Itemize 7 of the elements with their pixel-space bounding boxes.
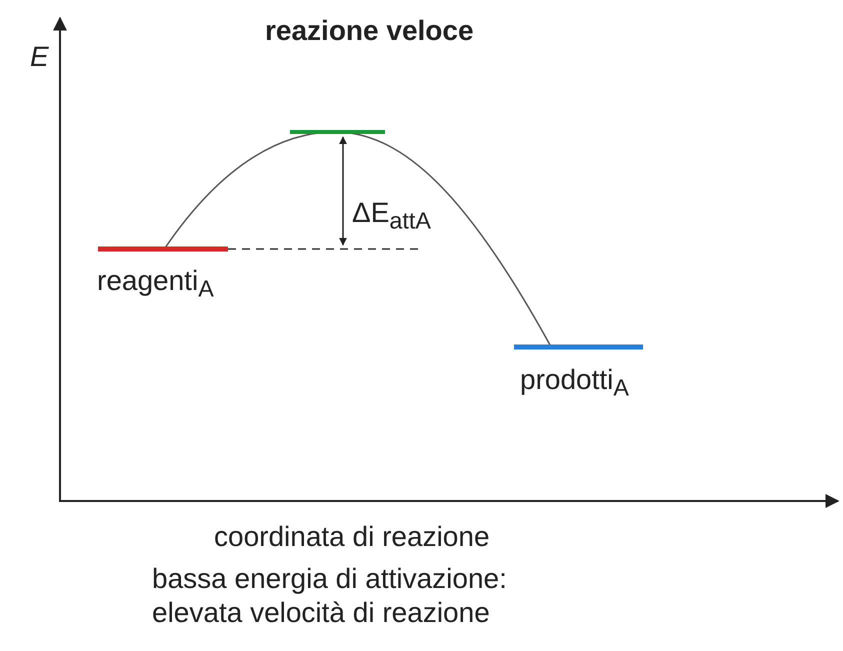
level-label: prodotti$_{A}$ [520,363,629,403]
axis-label: coordinata di reazione [214,520,490,554]
axis-label: E [30,40,49,74]
title: reazione veloce [265,14,474,48]
level-label: reagenti$_{A}$ [97,264,214,304]
caption: bassa energia di attivazione: elevata velocità di reazione [152,562,508,630]
activation-energy-label: ΔE$_{attA}$ [352,196,431,236]
